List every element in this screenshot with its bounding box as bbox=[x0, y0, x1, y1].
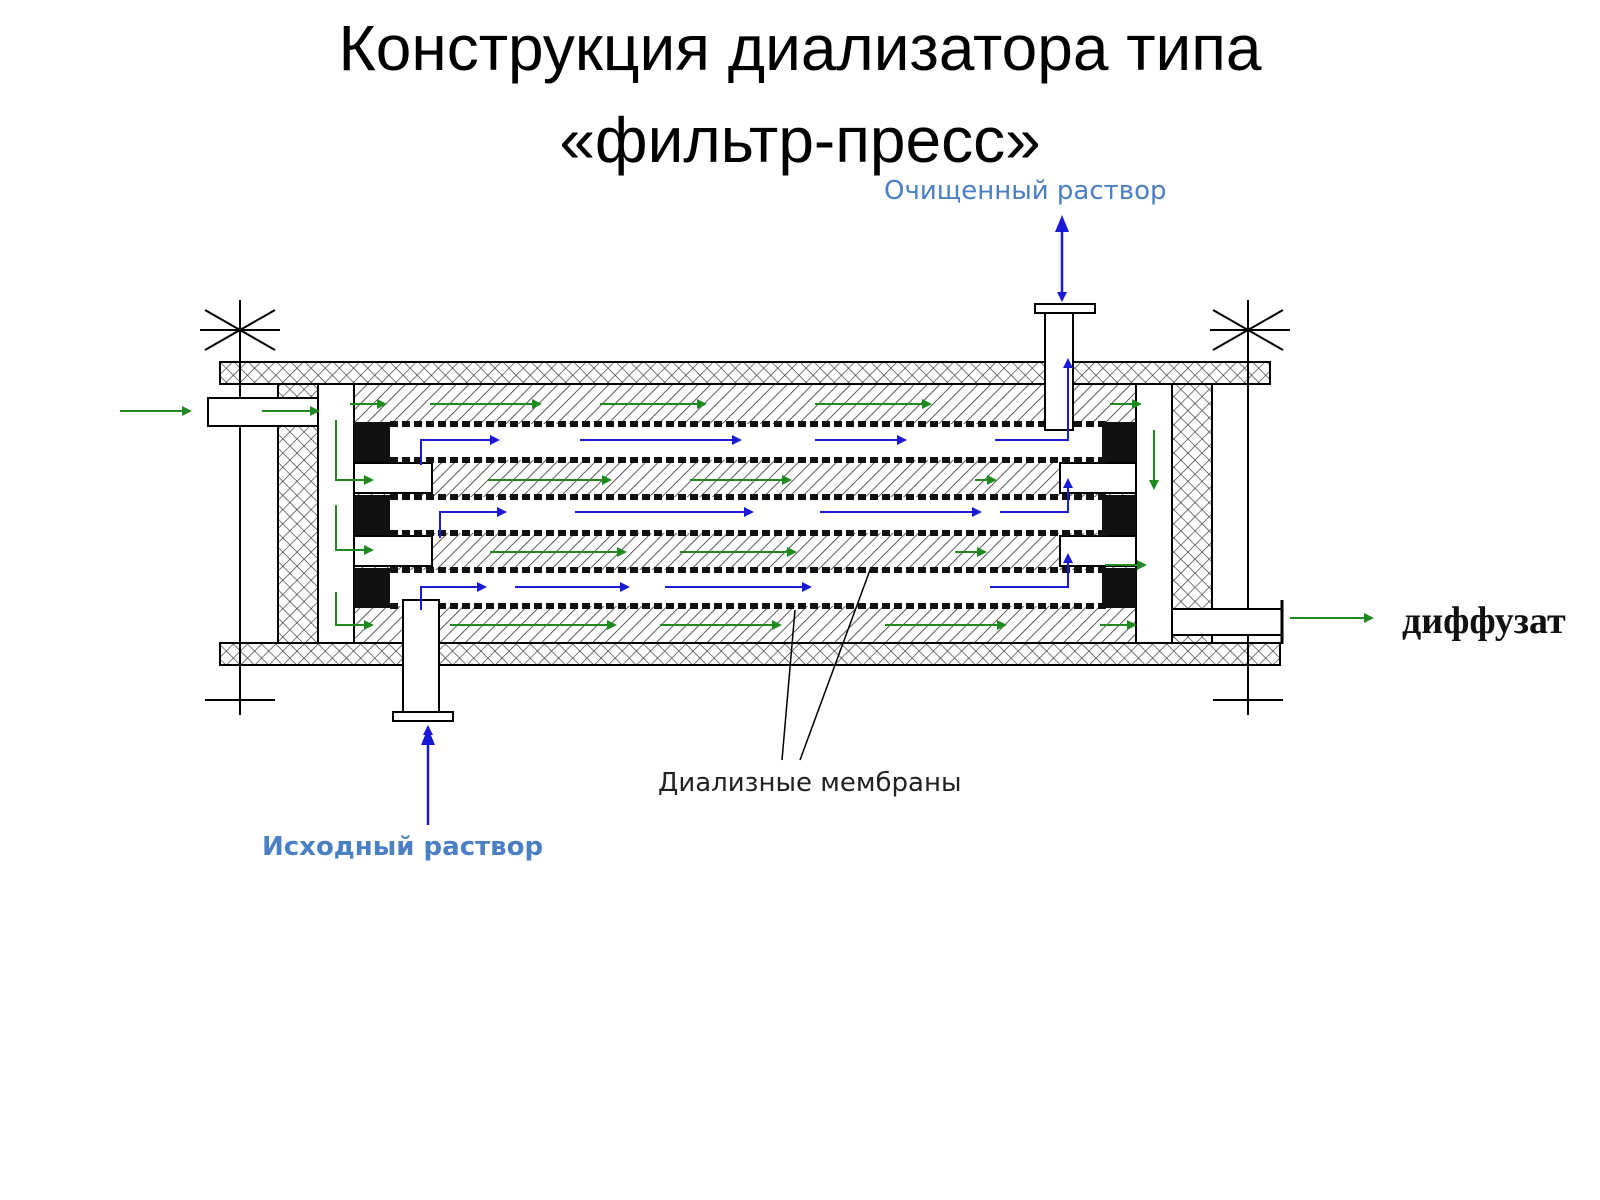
top-cover-plate bbox=[219, 361, 1271, 385]
initial-solution-label: Исходный раствор bbox=[262, 832, 543, 862]
external-blue-arrowheads bbox=[421, 215, 1069, 745]
purified-solution-label: Очищенный раствор bbox=[884, 176, 1167, 206]
solution-channels bbox=[390, 424, 1110, 606]
slide-title: Конструкция диализатора типа «фильтр-пре… bbox=[0, 2, 1600, 186]
dialysis-membranes bbox=[390, 421, 1110, 609]
tie-rod-right bbox=[1210, 300, 1290, 715]
bottom-cover-plate bbox=[219, 642, 1281, 666]
right-collector-channel bbox=[1135, 383, 1173, 644]
diffusate-label: диффузат bbox=[1402, 600, 1566, 642]
tie-rod-left bbox=[200, 300, 280, 715]
membrane-leader-lines bbox=[781, 569, 871, 761]
right-side-wall bbox=[1171, 383, 1213, 644]
secondary-flow-arrows bbox=[120, 399, 1374, 630]
gasket-seals bbox=[354, 422, 1136, 608]
right-outlet-pipe bbox=[1171, 600, 1284, 644]
left-side-wall bbox=[277, 383, 319, 644]
title-line-2: «фильтр-пресс» bbox=[559, 104, 1041, 176]
dialysis-membranes-label: Диализные мембраны bbox=[658, 768, 962, 798]
title-line-1: Конструкция диализатора типа bbox=[338, 12, 1262, 84]
